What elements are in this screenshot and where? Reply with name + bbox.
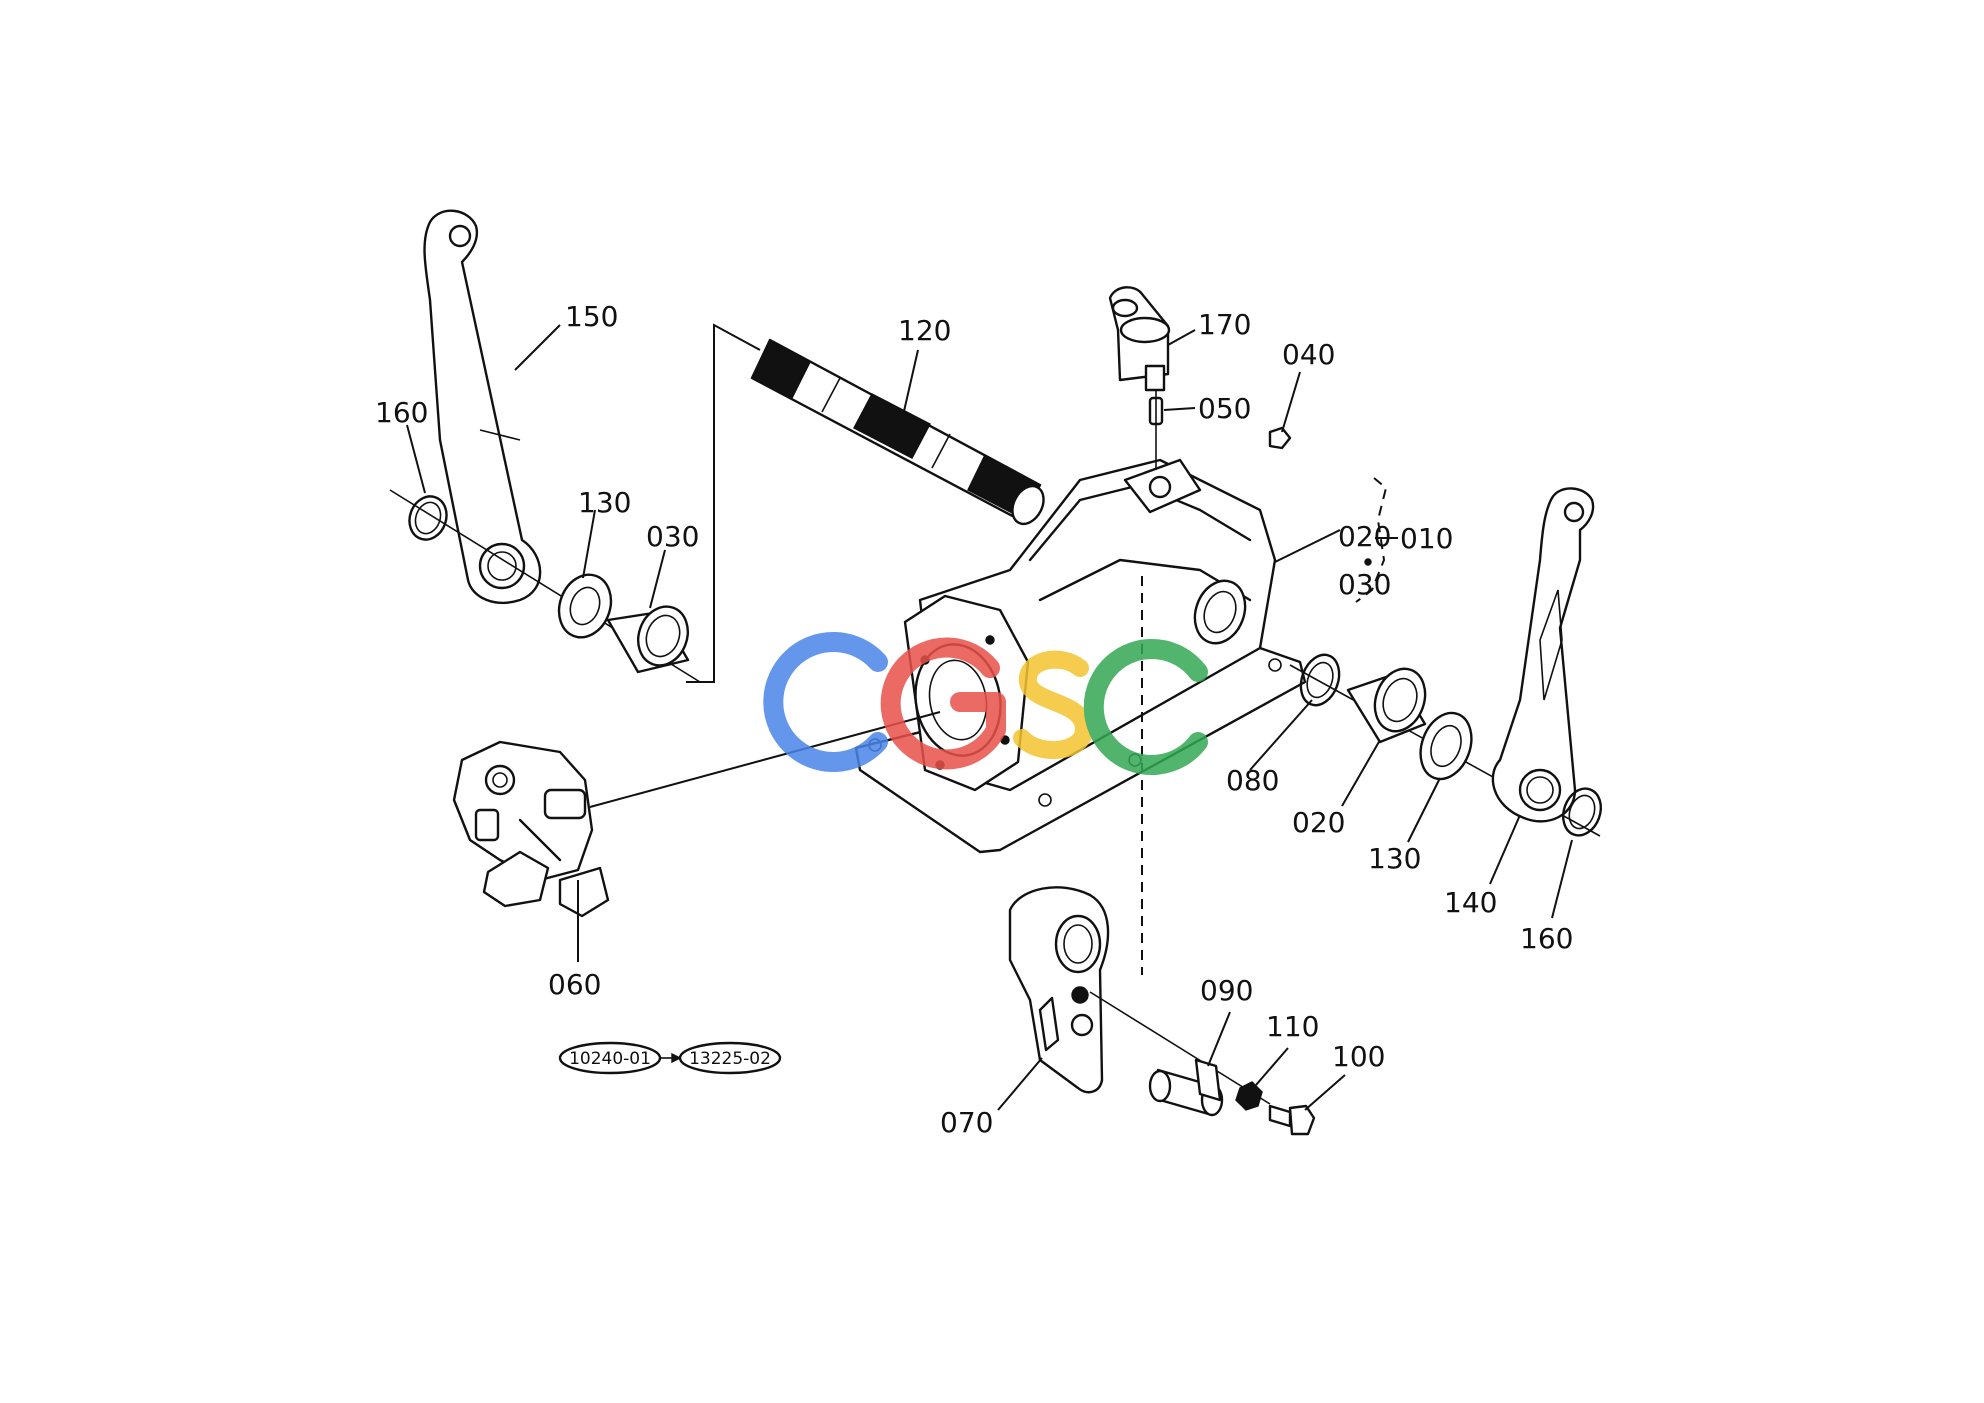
snap-ring-160-right xyxy=(1561,787,1603,837)
plug-040 xyxy=(1268,426,1292,450)
label-160-left: 160 xyxy=(375,396,428,429)
label-060: 060 xyxy=(548,968,601,1001)
pin-090 xyxy=(1148,1058,1224,1117)
label-120: 120 xyxy=(898,314,951,347)
label-080: 080 xyxy=(1226,764,1279,797)
label-090: 090 xyxy=(1200,974,1253,1007)
label-130-right: 130 xyxy=(1368,842,1421,875)
control-valve-060 xyxy=(452,740,610,918)
cgsc-watermark xyxy=(763,632,1208,775)
washer-130-right xyxy=(1419,711,1473,781)
label-140: 140 xyxy=(1444,886,1497,919)
label-110: 110 xyxy=(1266,1010,1319,1043)
washer-130-left xyxy=(557,573,613,639)
lift-arm-150 xyxy=(423,209,542,604)
group-dot xyxy=(1364,558,1372,566)
label-070: 070 xyxy=(940,1106,993,1139)
snap-ring-080 xyxy=(1299,653,1341,707)
leader-lines xyxy=(406,324,1573,1111)
lift-shaft-120 xyxy=(750,338,1045,526)
label-150: 150 xyxy=(565,300,618,333)
bushing-020-right xyxy=(1346,667,1427,744)
serial-to: 13225-02 xyxy=(689,1049,771,1069)
label-020-right: 020 xyxy=(1292,806,1345,839)
label-100: 100 xyxy=(1332,1040,1385,1073)
label-030-group: 030 xyxy=(1338,568,1391,601)
lift-arm-140 xyxy=(1491,487,1595,823)
label-050: 050 xyxy=(1198,392,1251,425)
label-160-right: 160 xyxy=(1520,922,1573,955)
bolt-100 xyxy=(1268,1104,1316,1136)
pin-axis-line xyxy=(1089,991,1271,1105)
dashed-group-bracket xyxy=(1355,477,1388,603)
label-020-group: 020 xyxy=(1338,520,1391,553)
serial-range-reference: 10240-01 13225-02 xyxy=(558,1041,782,1075)
nut-110 xyxy=(1235,1081,1263,1111)
label-040: 040 xyxy=(1282,338,1335,371)
lever-cam-170 xyxy=(1108,286,1171,392)
label-170: 170 xyxy=(1198,308,1251,341)
group-bracket-line xyxy=(686,323,761,683)
label-130-left: 130 xyxy=(578,486,631,519)
label-030-left: 030 xyxy=(646,520,699,553)
lift-arm-070 xyxy=(1008,886,1110,1094)
serial-from: 10240-01 xyxy=(569,1049,651,1069)
bushing-030-left xyxy=(606,605,690,674)
label-010: 010 xyxy=(1400,522,1453,555)
